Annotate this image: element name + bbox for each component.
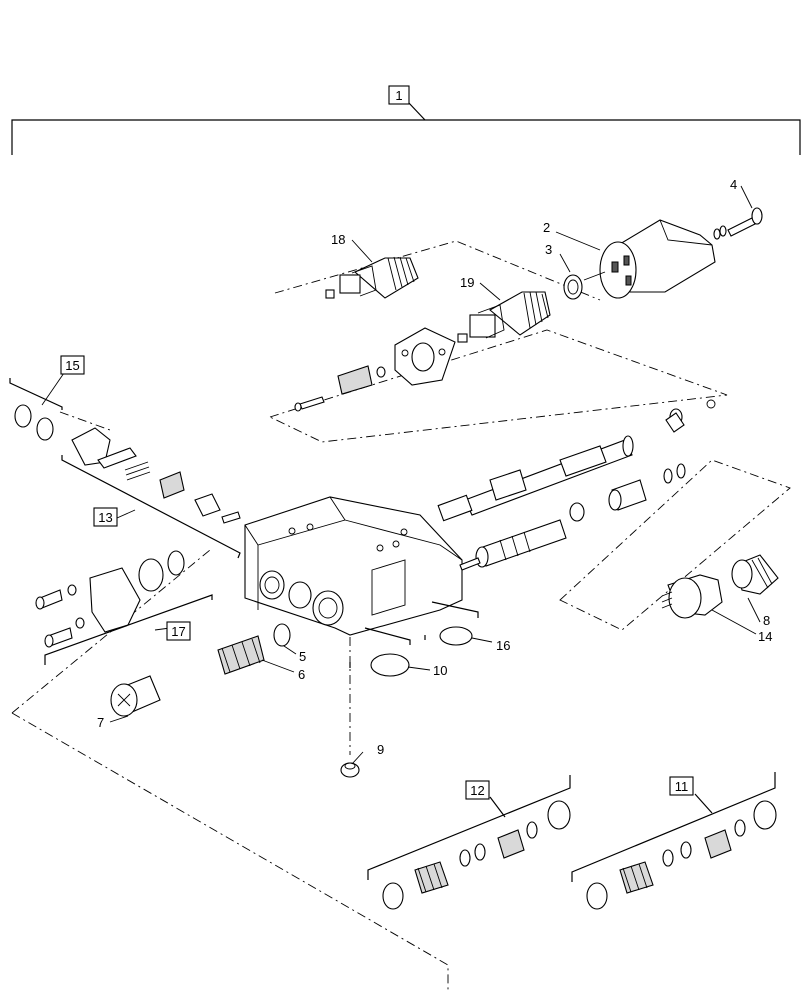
part-6-spring (217, 635, 265, 675)
callout-17: 17 (171, 624, 185, 639)
main-spool (437, 399, 716, 522)
boxed-callouts: 15 13 17 12 11 (60, 355, 694, 800)
part-11-kit (571, 772, 777, 910)
callout-16: 16 (496, 638, 510, 653)
part-5-oring (273, 623, 291, 647)
callout-8: 8 (763, 613, 770, 628)
part-16-oring (424, 601, 479, 646)
callout-15: 15 (65, 358, 79, 373)
second-spool (459, 463, 686, 571)
callout-9: 9 (377, 742, 384, 757)
part-13-latch-assembly (61, 427, 241, 559)
part-4-screw (713, 207, 763, 240)
part-15-rings (9, 378, 63, 441)
callout-5: 5 (299, 649, 306, 664)
callout-labels: 2 3 4 5 6 7 8 9 10 16 14 18 19 (97, 177, 772, 757)
part-3-washer (563, 274, 583, 300)
part-7-plug (110, 675, 161, 717)
callout-3: 3 (545, 242, 552, 257)
callout-13: 13 (98, 510, 112, 525)
callout-2: 2 (543, 220, 550, 235)
callout-10: 10 (433, 663, 447, 678)
pilot-spring-set (294, 365, 386, 412)
callout-11: 11 (675, 779, 689, 794)
part-12-kit (367, 775, 571, 910)
part-2-housing (583, 219, 716, 299)
part-18-solenoid (325, 256, 419, 299)
part-10-oring (349, 627, 411, 677)
callout-18: 18 (331, 232, 345, 247)
callout-1: 1 (395, 88, 402, 103)
callout-7: 7 (97, 715, 104, 730)
flange-plate (394, 327, 456, 386)
part-9-plug (340, 762, 360, 778)
part-14-fitting (661, 574, 723, 619)
valve-body (244, 496, 463, 636)
callout-19: 19 (460, 275, 474, 290)
part-17-detent (35, 550, 213, 665)
callout-14: 14 (758, 629, 772, 644)
callout-4: 4 (730, 177, 737, 192)
assembly-bracket-1: 1 (11, 85, 801, 155)
part-8-cap (731, 554, 779, 595)
part-19-solenoid (457, 291, 551, 343)
group-outlines (11, 240, 791, 990)
leader-lines (41, 185, 761, 765)
callout-12: 12 (470, 783, 484, 798)
callout-6: 6 (298, 667, 305, 682)
